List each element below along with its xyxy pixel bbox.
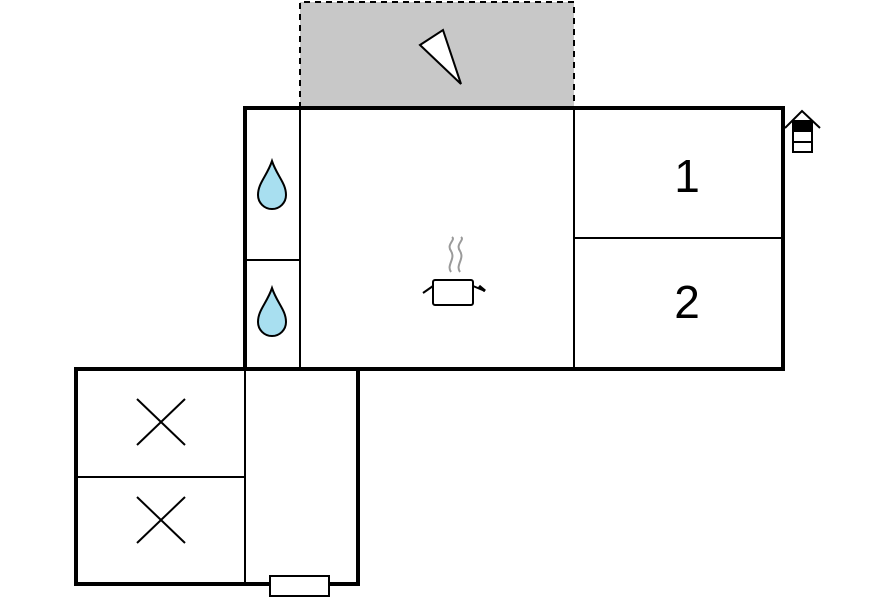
bedroom-2-label: 2 <box>674 276 700 328</box>
view-direction-icon <box>418 28 462 85</box>
cross-icon <box>136 496 186 544</box>
bedroom-1-label: 1 <box>674 150 700 202</box>
lower-interior-walls <box>76 369 246 584</box>
bedroom-1: 1 <box>674 150 700 202</box>
bath-1 <box>256 157 288 210</box>
cross-icon <box>136 398 186 446</box>
room-x-2 <box>136 496 186 544</box>
bedroom-2: 2 <box>674 276 700 328</box>
house-entrance-icon <box>784 109 821 153</box>
interior-walls <box>245 108 783 369</box>
cooking-pot-icon <box>422 236 486 306</box>
room-x-1 <box>136 398 186 446</box>
lower-block <box>74 367 360 586</box>
water-drop-icon <box>256 284 288 337</box>
water-drop-icon <box>256 157 288 210</box>
kitchen <box>422 236 486 306</box>
door-icon <box>269 575 330 597</box>
bath-2 <box>256 284 288 337</box>
